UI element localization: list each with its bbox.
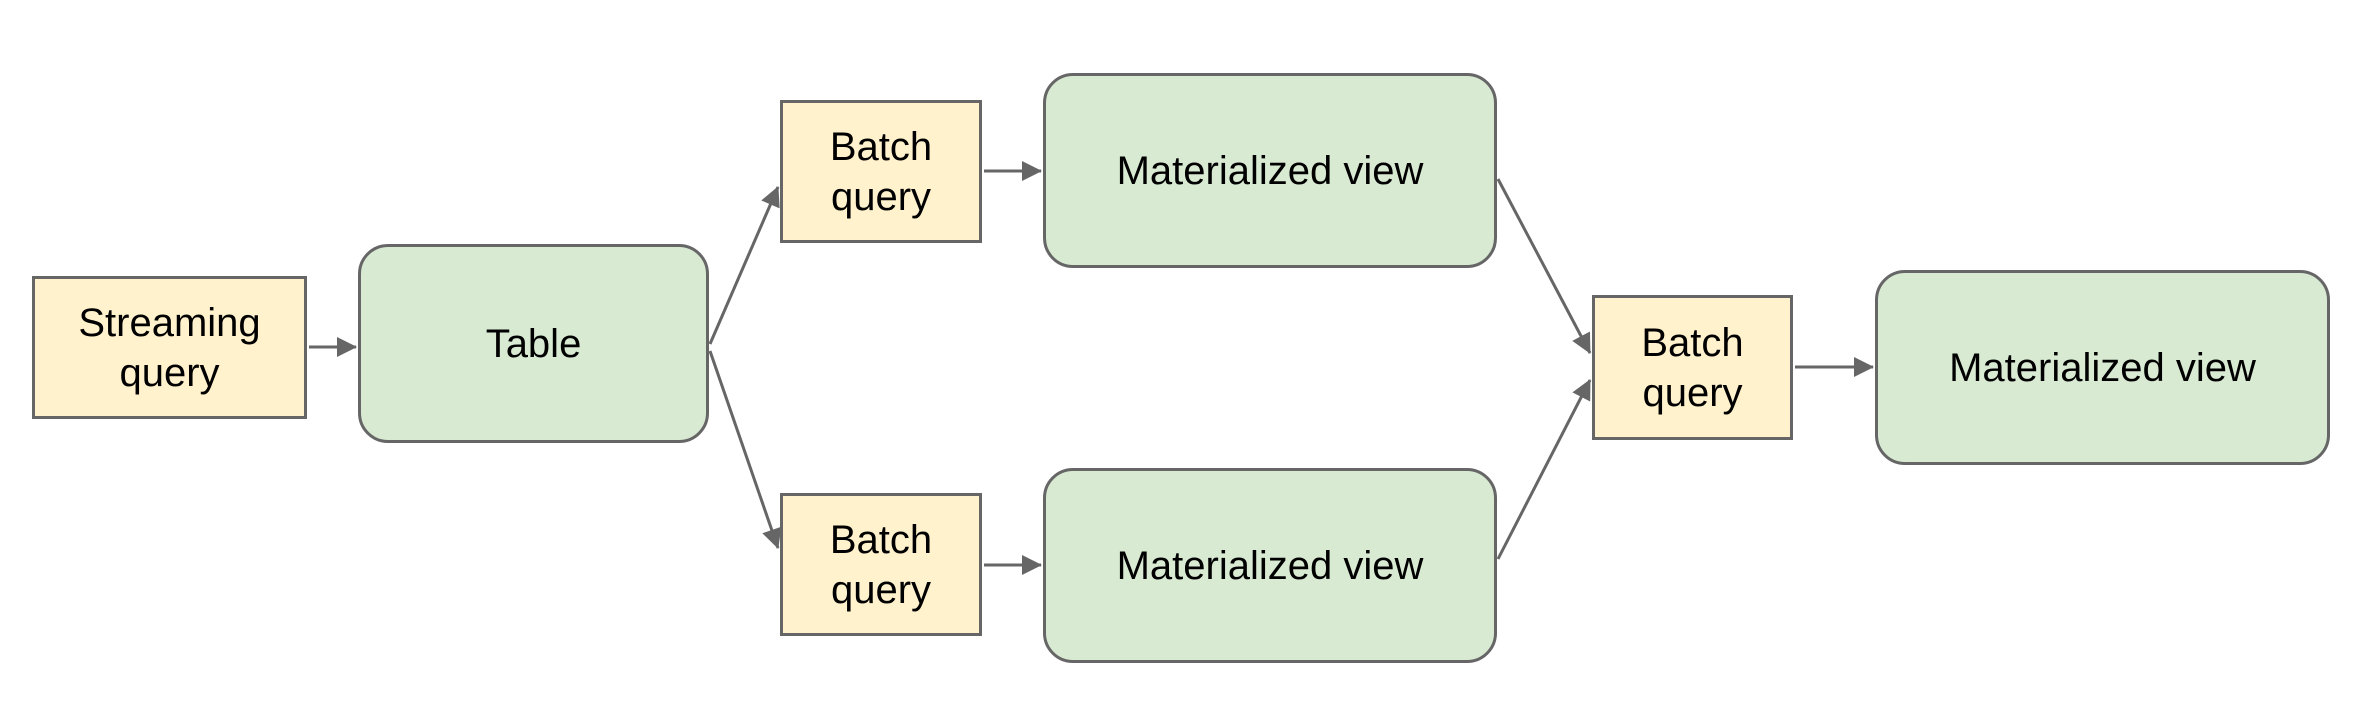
edge-materialized-view-top-to-batch-query-right bbox=[1496, 178, 1592, 354]
node-materialized-view-final-label: Materialized view bbox=[1949, 345, 2256, 390]
node-materialized-view-bottom-label: Materialized view bbox=[1116, 543, 1424, 588]
node-materialized-view-final: Materialized view bbox=[1875, 270, 2330, 465]
node-batch-query-right: Batch query bbox=[1592, 295, 1793, 440]
edge-table-to-batch-query-top bbox=[708, 186, 780, 345]
node-batch-query-bottom-label: Batch query bbox=[829, 517, 933, 612]
edge-materialized-view-bottom-to-batch-query-right bbox=[1496, 379, 1592, 560]
node-batch-query-top-label: Batch query bbox=[829, 124, 933, 219]
node-table-label: Table bbox=[485, 321, 582, 366]
node-batch-query-right-label: Batch query bbox=[1641, 320, 1744, 415]
node-table: Table bbox=[358, 244, 709, 443]
node-materialized-view-top-label: Materialized view bbox=[1116, 148, 1424, 193]
node-streaming-query: Streaming query bbox=[32, 276, 307, 419]
node-batch-query-top: Batch query bbox=[780, 100, 982, 243]
node-materialized-view-bottom: Materialized view bbox=[1043, 468, 1497, 663]
edge-table-to-batch-query-bottom bbox=[708, 350, 782, 549]
node-streaming-query-label: Streaming query bbox=[78, 300, 261, 395]
node-materialized-view-top: Materialized view bbox=[1043, 73, 1497, 268]
node-batch-query-bottom: Batch query bbox=[780, 493, 982, 636]
